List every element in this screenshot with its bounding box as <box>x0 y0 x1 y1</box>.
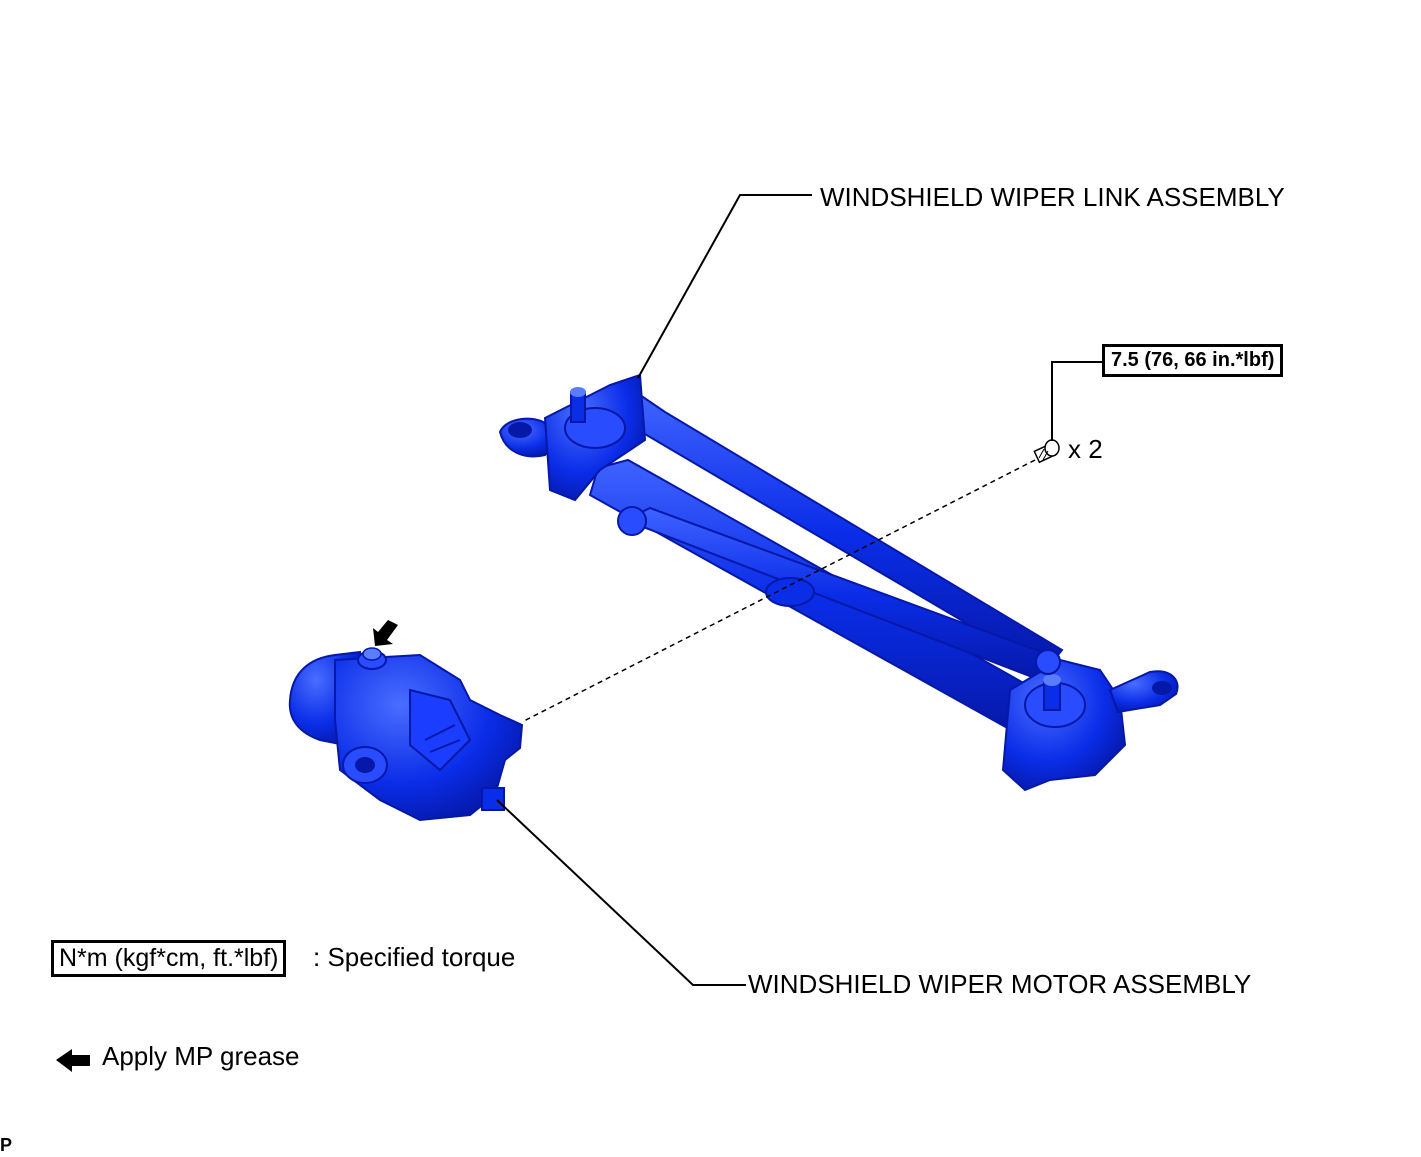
legend-torque-unit-box: N*m (kgf*cm, ft.*lbf) <box>51 940 287 977</box>
bolt-count-label: x 2 <box>1068 434 1103 464</box>
motor-assembly-label: WINDSHIELD WIPER MOTOR ASSEMBLY <box>748 969 1252 999</box>
leader-line-link <box>637 194 812 379</box>
torque-spec-box: 7.5 (76, 66 in.*lbf) <box>1102 344 1284 377</box>
wiper-link-assembly <box>498 373 1179 792</box>
corner-mark: P <box>0 1135 13 1155</box>
link-center-bracket <box>765 577 815 607</box>
wiper-motor-assembly <box>288 647 524 822</box>
leader-line-torque <box>1051 361 1103 441</box>
link-assembly-label: WINDSHIELD WIPER LINK ASSEMBLY <box>820 182 1285 212</box>
left-pivot <box>498 373 647 502</box>
bolt-icon <box>1033 439 1060 464</box>
alignment-dashed-line <box>521 459 1036 723</box>
legend-arrow-icon <box>56 1049 90 1072</box>
legend-grease-desc: Apply MP grease <box>102 1041 300 1071</box>
grease-arrow-icon <box>373 620 398 646</box>
link-cross-rod-joint <box>617 506 647 536</box>
legend-torque-desc: : Specified torque <box>313 942 516 972</box>
leader-line-motor <box>496 799 746 986</box>
right-pivot <box>1001 649 1179 792</box>
